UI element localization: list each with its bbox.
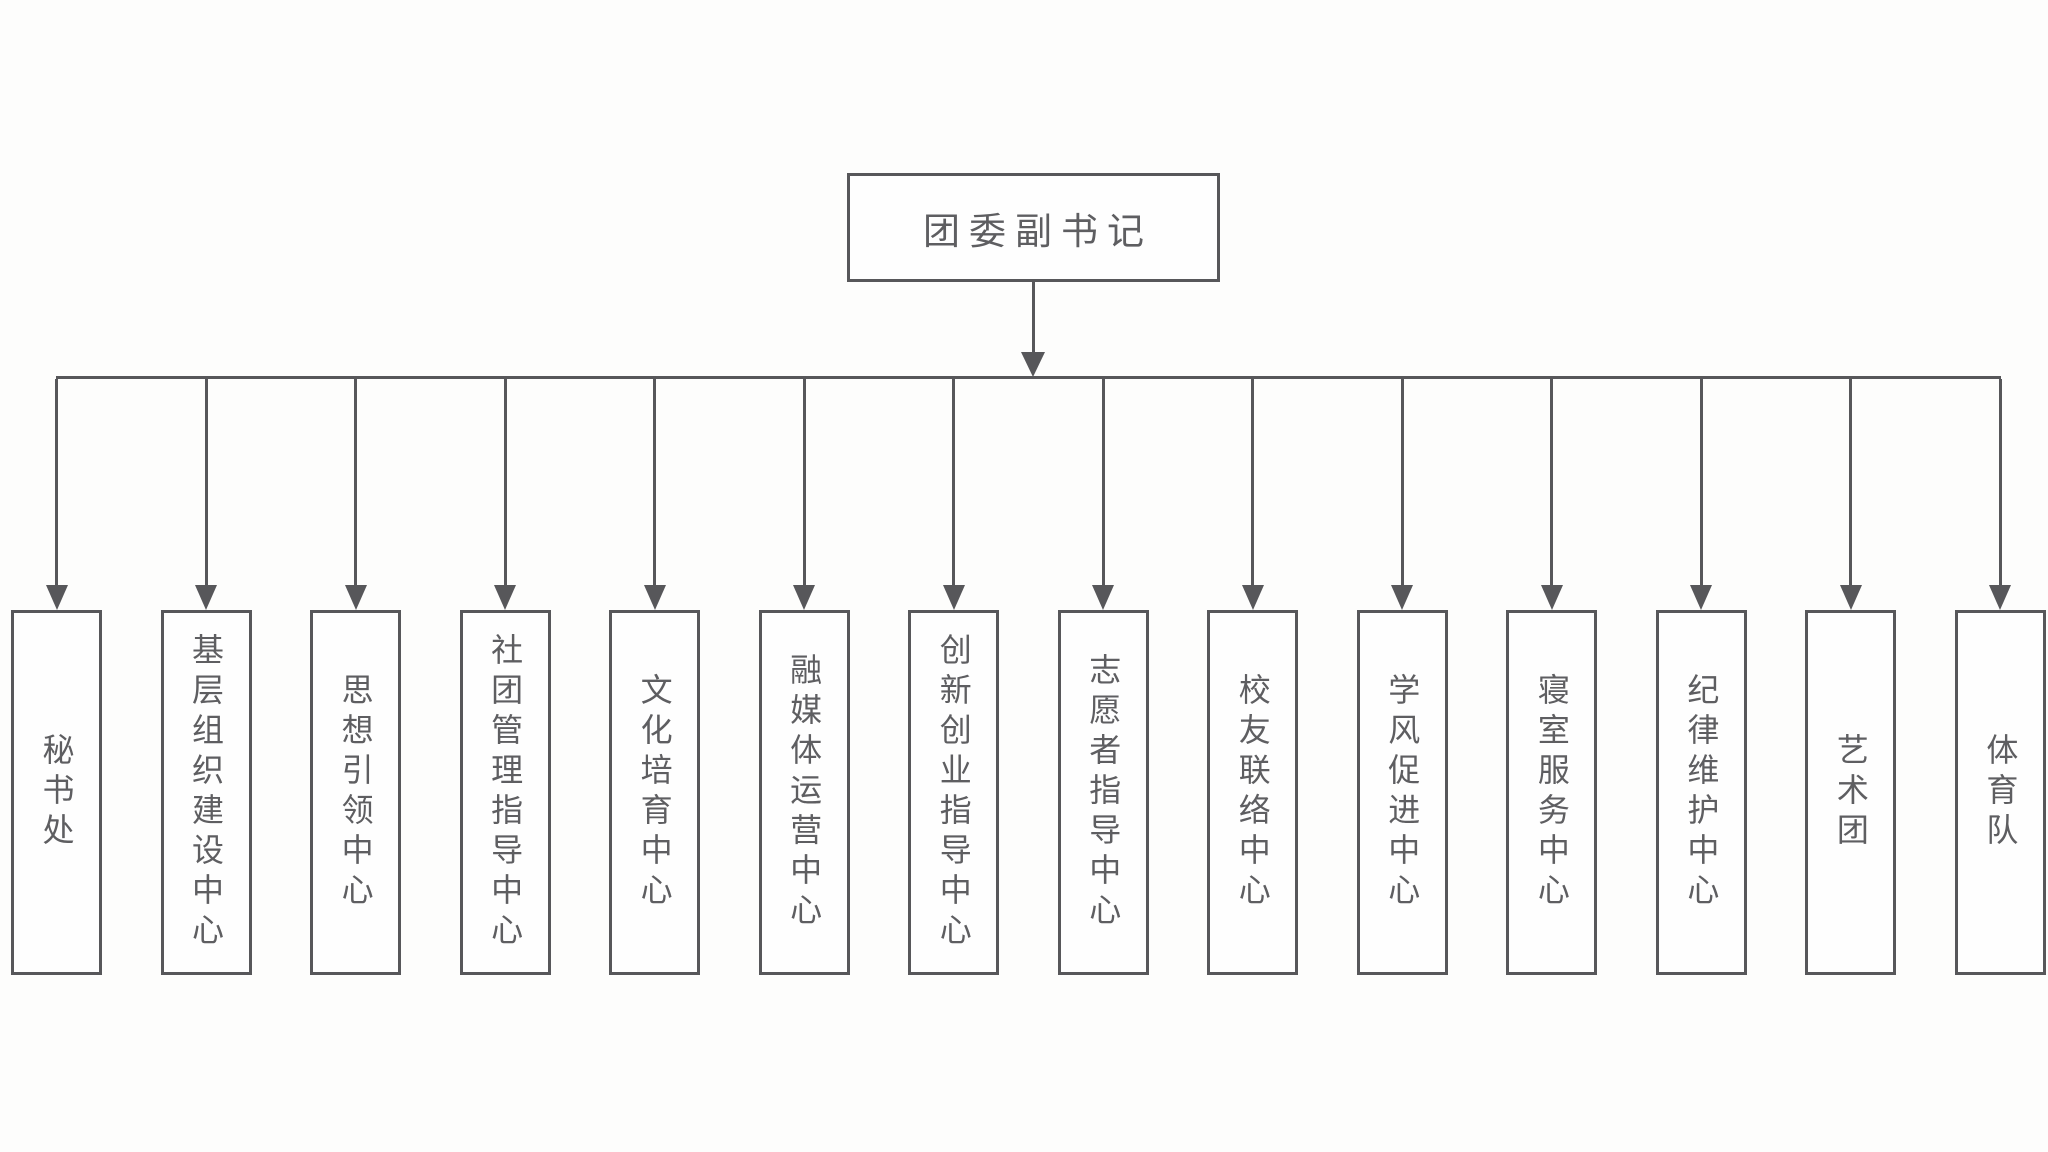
- department-box: 创新创业指导中心: [908, 610, 1000, 975]
- arrow-down-icon: [344, 585, 367, 610]
- arrow-down-icon: [1391, 585, 1414, 610]
- arrow-down-icon: [1092, 585, 1115, 610]
- department-label: 寝室服务中心: [1533, 672, 1570, 913]
- department-cell: 文化培育中心: [609, 379, 701, 975]
- department-label: 融媒体运营中心: [786, 652, 823, 933]
- arrow-down-icon: [793, 585, 816, 610]
- bus-line: [56, 376, 2001, 379]
- department-label: 艺术团: [1832, 732, 1869, 853]
- connector-line: [1101, 379, 1105, 585]
- department-label: 学风促进中心: [1384, 672, 1421, 913]
- department-label: 思想引领中心: [337, 672, 374, 913]
- arrow-down-icon: [942, 585, 965, 610]
- department-cell: 思想引领中心: [310, 379, 402, 975]
- connector-line: [1251, 379, 1255, 585]
- connector-line: [952, 379, 956, 585]
- root-connector-line: [1032, 282, 1035, 353]
- root-node-label: 团委副书记: [923, 210, 1153, 252]
- department-label: 基层组织建设中心: [188, 632, 225, 953]
- department-box: 校友联络中心: [1207, 610, 1299, 975]
- department-box: 体育队: [1954, 610, 2046, 975]
- connector-line: [802, 379, 806, 585]
- department-cell: 创新创业指导中心: [908, 379, 1000, 975]
- department-label: 秘书处: [38, 732, 75, 853]
- department-box: 基层组织建设中心: [160, 610, 252, 975]
- department-cell: 纪律维护中心: [1655, 379, 1747, 975]
- department-box: 寝室服务中心: [1506, 610, 1598, 975]
- department-label: 校友联络中心: [1234, 672, 1271, 913]
- department-box: 艺术团: [1805, 610, 1897, 975]
- department-label: 纪律维护中心: [1683, 672, 1720, 913]
- connector-line: [503, 379, 507, 585]
- department-box: 融媒体运营中心: [758, 610, 850, 975]
- department-cell: 学风促进中心: [1356, 379, 1448, 975]
- department-box: 社团管理指导中心: [459, 610, 551, 975]
- arrow-down-icon: [45, 585, 68, 610]
- department-cell: 艺术团: [1805, 379, 1897, 975]
- department-box: 秘书处: [11, 610, 102, 975]
- departments-row: 秘书处 基层组织建设中心 思想引领中心 社团管理指导中心 文化培育中心: [11, 379, 2046, 975]
- root-arrow-down-icon: [1021, 352, 1045, 377]
- department-box: 纪律维护中心: [1655, 610, 1747, 975]
- connector-line: [1998, 379, 2002, 585]
- department-label: 社团管理指导中心: [487, 632, 524, 953]
- department-cell: 校友联络中心: [1207, 379, 1299, 975]
- department-box: 志愿者指导中心: [1057, 610, 1149, 975]
- department-cell: 秘书处: [11, 379, 102, 975]
- connector-line: [55, 379, 58, 585]
- department-cell: 志愿者指导中心: [1057, 379, 1149, 975]
- arrow-down-icon: [494, 585, 517, 610]
- department-box: 学风促进中心: [1356, 610, 1448, 975]
- arrow-down-icon: [1241, 585, 1264, 610]
- department-label: 体育队: [1982, 732, 2019, 853]
- department-label: 志愿者指导中心: [1085, 652, 1122, 933]
- department-cell: 社团管理指导中心: [459, 379, 551, 975]
- arrow-down-icon: [1540, 585, 1563, 610]
- connector-line: [1400, 379, 1404, 585]
- connector-line: [354, 379, 358, 585]
- arrow-down-icon: [1839, 585, 1862, 610]
- connector-line: [653, 379, 657, 585]
- root-node-box: 团委副书记: [847, 173, 1220, 282]
- department-cell: 融媒体运营中心: [758, 379, 850, 975]
- connector-line: [1699, 379, 1703, 585]
- connector-line: [204, 379, 208, 585]
- department-cell: 寝室服务中心: [1506, 379, 1598, 975]
- department-box: 文化培育中心: [609, 610, 701, 975]
- department-cell: 基层组织建设中心: [160, 379, 252, 975]
- connector-line: [1550, 379, 1554, 585]
- arrow-down-icon: [195, 585, 218, 610]
- department-label: 文化培育中心: [636, 672, 673, 913]
- arrow-down-icon: [643, 585, 666, 610]
- connector-line: [1849, 379, 1853, 585]
- arrow-down-icon: [1989, 585, 2012, 610]
- department-box: 思想引领中心: [310, 610, 402, 975]
- department-label: 创新创业指导中心: [935, 632, 972, 953]
- arrow-down-icon: [1690, 585, 1713, 610]
- department-cell: 体育队: [1954, 379, 2046, 975]
